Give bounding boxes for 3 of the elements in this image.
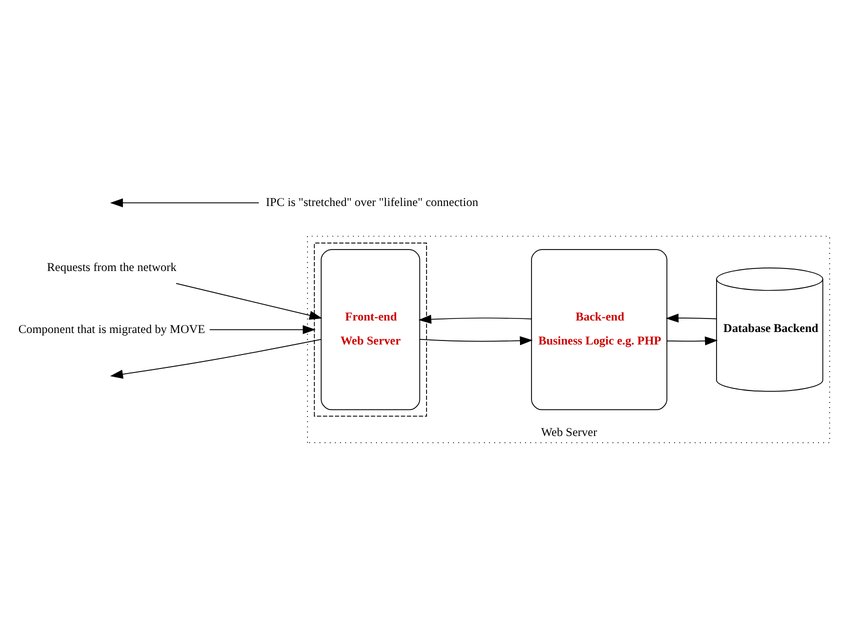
node-text: IPC is "stretched" over "lifeline" connection [266, 194, 478, 209]
node-text: Component that is migrated by MOVE [18, 321, 206, 336]
node-text: Requests from the network [47, 260, 177, 274]
